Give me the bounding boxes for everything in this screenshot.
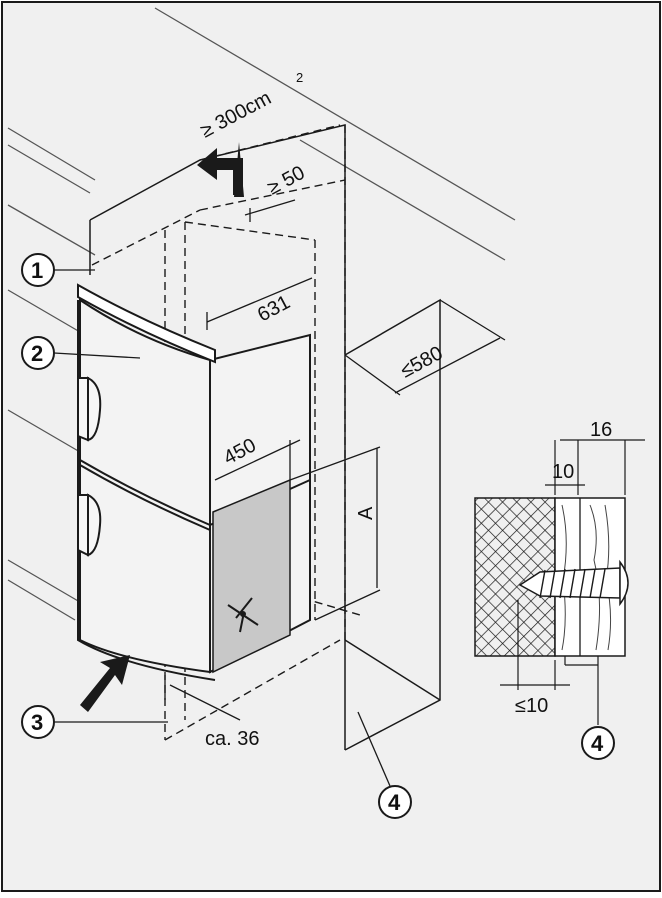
callout-2: 2: [21, 336, 141, 370]
ventilation-sup: 2: [296, 70, 303, 85]
callout-4-detail: 4: [591, 731, 604, 756]
screw-detail: 16 10 ≤10 4: [474, 419, 645, 760]
door-handles: [77, 376, 102, 557]
callout-4-main: 4: [357, 711, 412, 819]
gap-top-dimension: [244, 199, 296, 222]
callout-1: 1: [21, 253, 95, 287]
svg-text:4: 4: [388, 790, 401, 815]
dim-a-label: A: [355, 506, 377, 520]
screw-max-label: ≤10: [515, 695, 548, 717]
bottom-gap-label: ca. 36: [205, 728, 259, 750]
dim-a-dimension: [289, 446, 381, 621]
niche-depth-dimension: [344, 299, 506, 396]
niche-perspective-lines: [7, 7, 516, 621]
svg-text:2: 2: [31, 341, 43, 366]
height-450-dimension: [214, 439, 301, 481]
depth-631-dimension: [206, 277, 313, 330]
screw-10-label: 10: [552, 461, 574, 483]
callout-3: 3: [21, 705, 168, 739]
ventilation-arrow: [197, 142, 244, 197]
screw-16-label: 16: [590, 419, 612, 441]
niche-dashed-lines: [91, 124, 361, 741]
screw-mark: [227, 597, 259, 633]
svg-text:3: 3: [31, 710, 43, 735]
bottom-gap-dimension: [164, 675, 241, 721]
inlet-arrow: [80, 655, 130, 712]
svg-text:1: 1: [31, 258, 43, 283]
side-panel: [212, 478, 291, 674]
